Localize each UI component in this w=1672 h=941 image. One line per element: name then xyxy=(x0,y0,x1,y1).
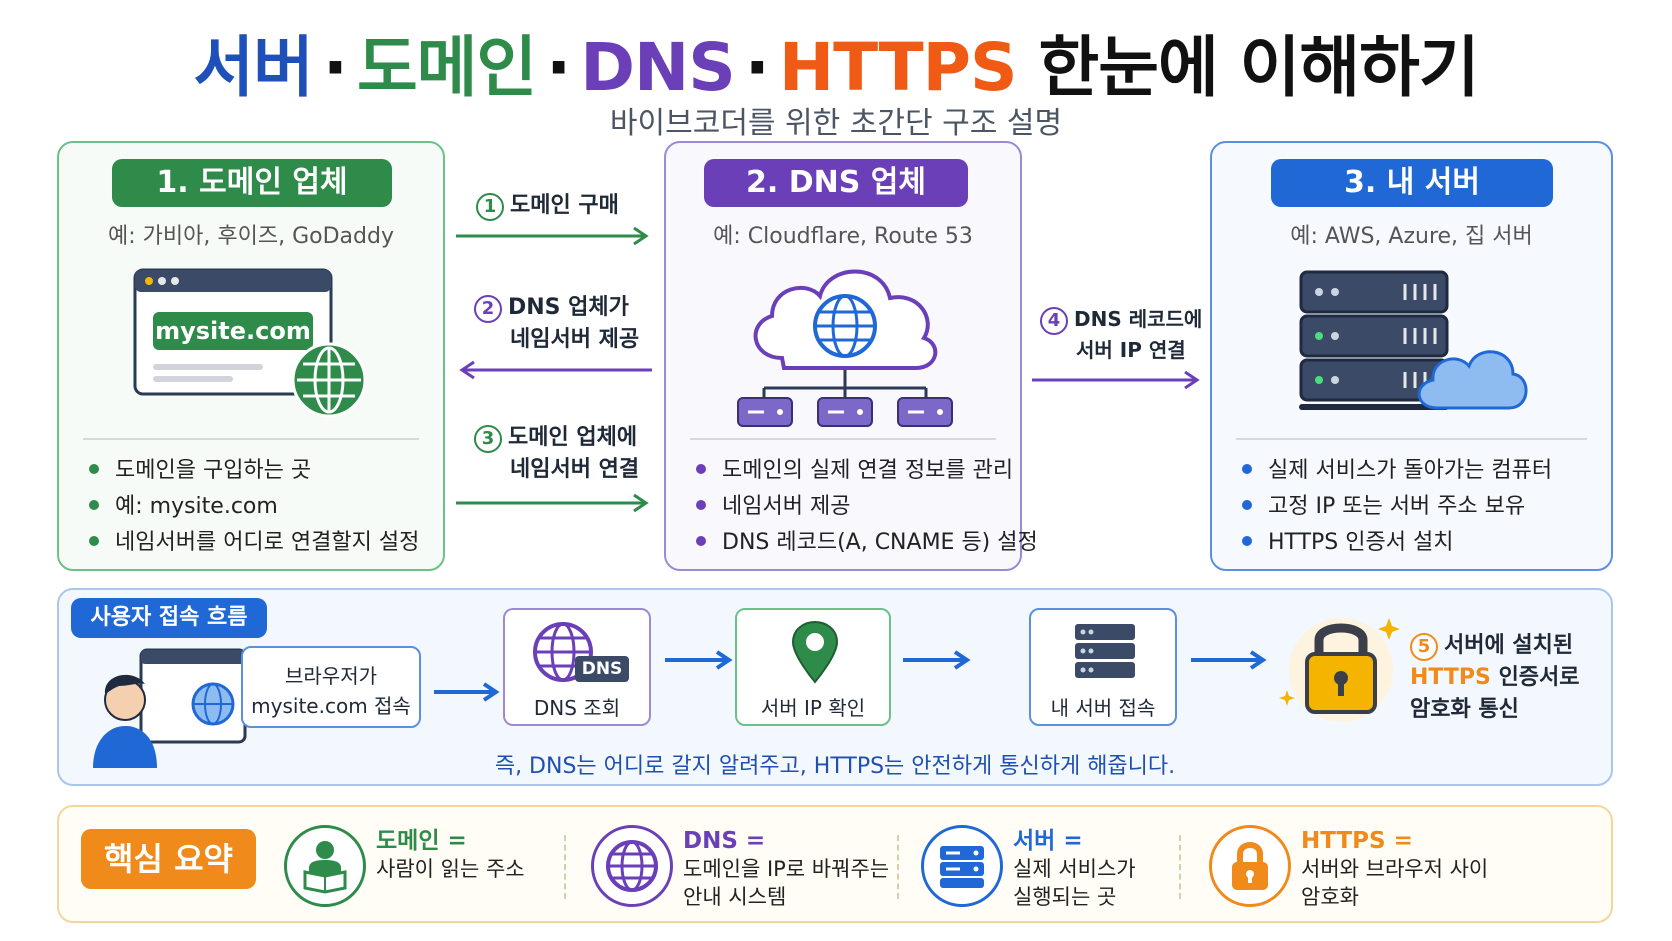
step-server-ip-check: 서버 IP 확인 xyxy=(735,608,891,726)
bullet-icon xyxy=(696,500,706,510)
dns-badge: DNS xyxy=(581,659,623,679)
arrow-right-icon xyxy=(434,682,500,702)
step-number-badge: 2 xyxy=(474,295,502,323)
domain-example-text: mysite.com xyxy=(155,317,311,345)
summary-desc: 도메인을 IP로 바꿔주는 xyxy=(683,857,890,881)
card-example: 예: 가비아, 후이즈, GoDaddy xyxy=(108,224,394,249)
arrow-right-icon xyxy=(903,650,971,670)
card-example: 예: Cloudflare, Route 53 xyxy=(713,224,973,249)
bullet-icon xyxy=(89,536,99,546)
summary-tag: 핵심 요약 xyxy=(81,829,256,889)
list-item: 도메인을 구입하는 곳 xyxy=(89,453,419,489)
list-item: 예: mysite.com xyxy=(89,489,419,525)
title-server: 서버 xyxy=(193,29,313,106)
arrow-right-icon xyxy=(1191,650,1267,670)
divider xyxy=(897,835,899,899)
browser-window-icon: mysite.com xyxy=(133,268,373,428)
page-subtitle: 바이브코더를 위한 초간단 구조 설명 xyxy=(609,106,1063,141)
server-icon xyxy=(1075,624,1135,678)
title-domain: 도메인 xyxy=(356,29,537,106)
dns-globe-icon xyxy=(533,622,629,682)
card-dns-provider: 2. DNS 업체 예: Cloudflare, Route 53 도메인의 실… xyxy=(664,141,1038,571)
step-number-badge: 5 xyxy=(1410,633,1438,661)
list-item: HTTPS 인증서 설치 xyxy=(1242,525,1552,561)
https-highlight: HTTPS xyxy=(1410,665,1491,690)
user-with-browser-icon xyxy=(89,648,249,768)
bullet-icon xyxy=(89,464,99,474)
bullet-icon xyxy=(696,464,706,474)
cloud-network-icon xyxy=(732,258,958,433)
title-separator: · xyxy=(744,29,770,106)
summary-desc: 사람이 읽는 주소 xyxy=(376,857,525,881)
step-server-access: 내 서버 접속 xyxy=(1029,608,1177,726)
title-separator: · xyxy=(546,29,571,106)
list-item: 고정 IP 또는 서버 주소 보유 xyxy=(1242,489,1552,525)
bullet-list: 실제 서비스가 돌아가는 컴퓨터 고정 IP 또는 서버 주소 보유 HTTPS… xyxy=(1242,453,1552,561)
arrow-right-icon xyxy=(456,226,649,246)
card-my-server: 3. 내 서버 예: AWS, Azure, 집 서버 실제 서비스가 돌아가는… xyxy=(1210,141,1613,571)
summary-term: DNS = xyxy=(683,828,766,854)
list-item: 네임서버를 어디로 연결할지 설정 xyxy=(89,525,419,561)
summary-term: HTTPS = xyxy=(1301,828,1413,854)
card-example: 예: AWS, Azure, 집 서버 xyxy=(1290,224,1533,249)
arrow-left-icon xyxy=(459,360,652,380)
location-pin-icon xyxy=(791,620,839,684)
flow-summary-note: 즉, DNS는 어디로 갈지 알려주고, HTTPS는 안전하게 통신하게 해줍… xyxy=(494,754,1176,779)
padlock-icon xyxy=(1279,618,1400,722)
step-number-badge: 3 xyxy=(474,425,502,453)
globe-icon xyxy=(591,825,673,907)
list-item: DNS 레코드(A, CNAME 등) 설정 xyxy=(696,525,1038,561)
server-rack-icon xyxy=(1297,268,1537,433)
step-number-badge: 4 xyxy=(1040,307,1068,335)
arrow-right-icon xyxy=(1032,370,1200,390)
summary-desc: 암호화 xyxy=(1301,885,1359,909)
key-summary: 핵심 요약 도메인 = 사람이 읽는 주소 DN xyxy=(57,805,1613,923)
card-title: 3. 내 서버 xyxy=(1271,159,1553,207)
title-rest: 한눈에 이해하기 xyxy=(1038,29,1480,106)
divider xyxy=(564,835,566,899)
step-number-badge: 1 xyxy=(476,193,504,221)
title-separator: · xyxy=(322,29,348,106)
bullet-icon xyxy=(1242,536,1252,546)
title-https: HTTPS xyxy=(778,29,1018,106)
summary-term: 도메인 = xyxy=(376,828,467,854)
divider xyxy=(690,438,996,440)
page-title: 서버·도메인·DNS·HTTPS 한눈에 이해하기 xyxy=(0,14,1672,110)
divider xyxy=(1236,438,1587,440)
divider xyxy=(83,438,419,440)
arrow-right-icon xyxy=(665,650,733,670)
list-item: 도메인의 실제 연결 정보를 관리 xyxy=(696,453,1038,489)
lock-icon xyxy=(1209,825,1291,907)
bullet-icon xyxy=(1242,464,1252,474)
user-access-flow: 사용자 접속 흐름 브라우저가 mysite.com 접속 DNS xyxy=(57,588,1613,786)
title-dns: DNS xyxy=(580,29,736,106)
divider xyxy=(1179,835,1181,899)
card-title: 1. 도메인 업체 xyxy=(112,159,392,207)
bullet-list: 도메인을 구입하는 곳 예: mysite.com 네임서버를 어디로 연결할지… xyxy=(89,453,419,561)
server-icon xyxy=(921,825,1003,907)
bullet-icon xyxy=(89,500,99,510)
card-domain-registrar: 1. 도메인 업체 예: 가비아, 후이즈, GoDaddy mysite.co… xyxy=(57,141,445,571)
reading-person-icon xyxy=(284,825,366,907)
card-title: 2. DNS 업체 xyxy=(704,159,968,207)
step-dns-lookup: DNS DNS 조회 xyxy=(503,608,651,726)
list-item: 실제 서비스가 돌아가는 컴퓨터 xyxy=(1242,453,1552,489)
summary-desc: 실제 서비스가 xyxy=(1013,857,1136,881)
arrow-right-icon xyxy=(456,493,649,513)
bullet-icon xyxy=(696,536,706,546)
summary-desc: 안내 시스템 xyxy=(683,885,787,909)
list-item: 네임서버 제공 xyxy=(696,489,1038,525)
flow-tag: 사용자 접속 흐름 xyxy=(71,598,267,638)
step-browser-access: 브라우저가 mysite.com 접속 xyxy=(241,646,421,728)
summary-desc: 실행되는 곳 xyxy=(1013,885,1117,909)
summary-term: 서버 = xyxy=(1013,828,1083,854)
bullet-list: 도메인의 실제 연결 정보를 관리 네임서버 제공 DNS 레코드(A, CNA… xyxy=(696,453,1038,561)
summary-desc: 서버와 브라우저 사이 xyxy=(1301,857,1489,881)
bullet-icon xyxy=(1242,500,1252,510)
